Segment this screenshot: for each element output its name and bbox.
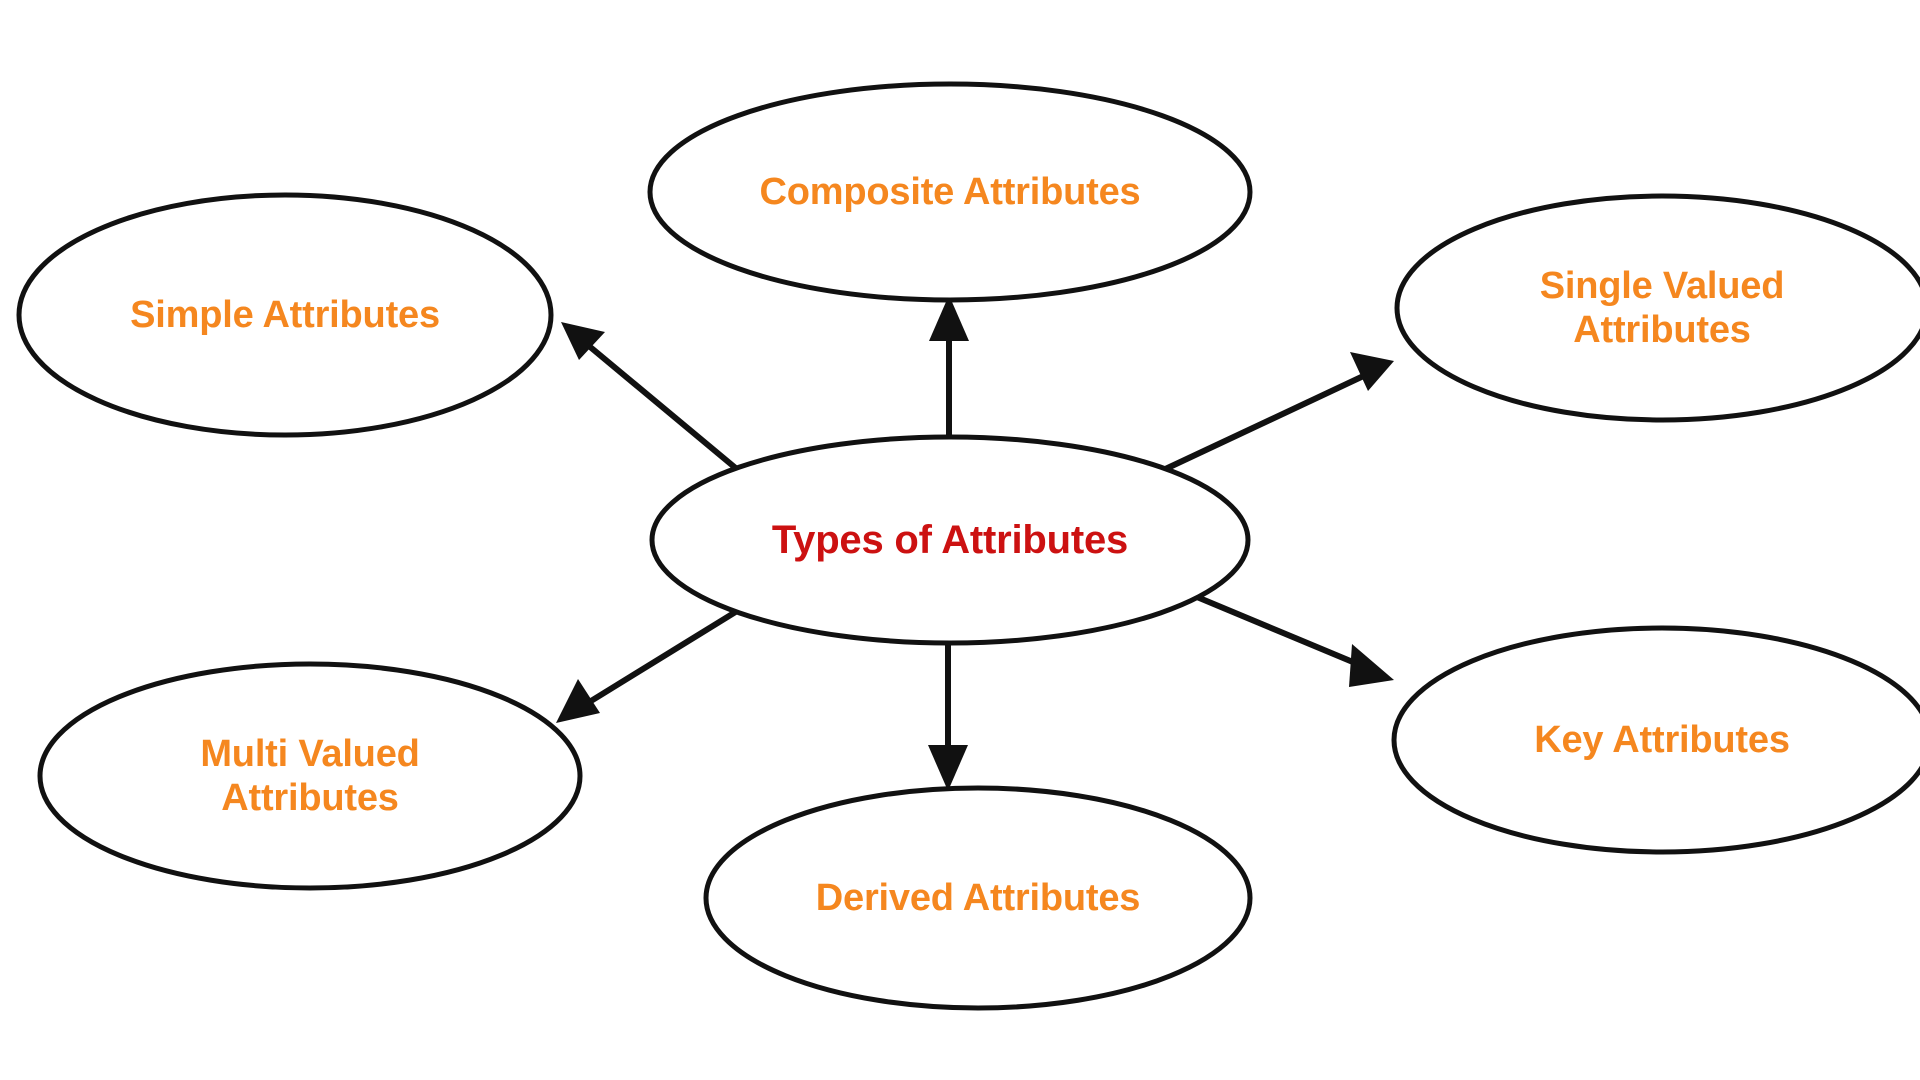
node-ellipse-simple-attributes[interactable] — [16, 192, 554, 438]
edge-to-single-valued[interactable] — [1157, 352, 1394, 475]
edge-line-to-single-valued — [1157, 369, 1374, 475]
arrow-head-to-composite — [929, 295, 969, 341]
arrow-head-to-key — [1349, 644, 1394, 687]
edge-group — [556, 295, 1394, 791]
arrow-head-to-derived — [928, 745, 968, 791]
node-ellipse-single-valued-attributes[interactable] — [1394, 193, 1920, 423]
node-ellipse-key-attributes[interactable] — [1391, 625, 1920, 855]
edge-line-to-key — [1183, 589, 1374, 673]
edge-to-derived[interactable] — [928, 638, 968, 791]
node-ellipse-derived-attributes[interactable] — [703, 785, 1253, 1011]
node-ellipse-types-of-attributes[interactable] — [649, 434, 1251, 646]
arrow-head-to-simple — [561, 322, 605, 360]
arrow-head-to-single-valued — [1350, 352, 1394, 391]
node-ellipse-multi-valued-attributes[interactable] — [37, 661, 583, 891]
node-ellipse-composite-attributes[interactable] — [647, 81, 1253, 303]
edge-to-key[interactable] — [1183, 589, 1394, 687]
edge-to-simple[interactable] — [561, 322, 740, 473]
node-group — [16, 81, 1920, 1011]
edge-to-composite[interactable] — [929, 295, 969, 443]
edge-to-multi-valued[interactable] — [556, 605, 744, 723]
arrow-head-to-multi-valued — [556, 679, 600, 723]
edge-line-to-simple — [575, 333, 740, 473]
edge-line-to-multi-valued — [576, 605, 744, 712]
